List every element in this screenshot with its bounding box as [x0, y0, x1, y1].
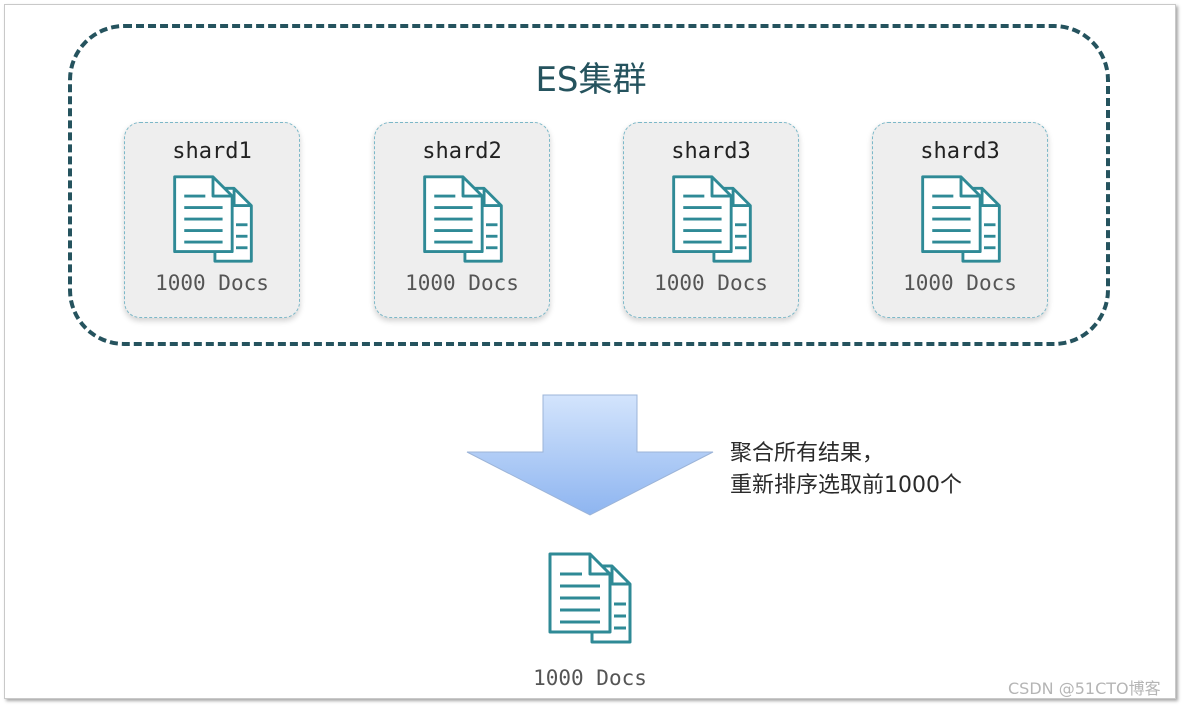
note-line-2: 重新排序选取前1000个 [730, 473, 962, 498]
watermark: CSDN @51CTO博客 [1008, 679, 1161, 698]
shard-doc-count: 1000 Docs [903, 271, 1017, 295]
shard-name: shard3 [920, 139, 1000, 164]
shard-name: shard3 [671, 139, 751, 164]
documents-icon [921, 175, 1001, 263]
documents-icon [672, 175, 752, 263]
shard-name: shard2 [422, 139, 502, 164]
shard-doc-count: 1000 Docs [155, 271, 269, 295]
documents-icon [548, 552, 632, 644]
shard-name: shard1 [172, 139, 252, 164]
es-cluster-box [68, 24, 1110, 346]
shard-doc-count: 1000 Docs [654, 271, 768, 295]
shard-card: shard3 1000 Docs [872, 122, 1048, 318]
result-doc-count: 1000 Docs [533, 666, 647, 690]
shard-doc-count: 1000 Docs [405, 271, 519, 295]
down-arrow-icon [466, 394, 714, 516]
shard-card: shard2 1000 Docs [374, 122, 550, 318]
documents-icon [423, 175, 503, 263]
aggregation-note: 聚合所有结果， 重新排序选取前1000个 [730, 438, 962, 502]
documents-icon [173, 175, 253, 263]
shard-card: shard3 1000 Docs [623, 122, 799, 318]
shard-card: shard1 1000 Docs [124, 122, 300, 318]
note-line-1: 聚合所有结果， [730, 441, 885, 466]
cluster-title: ES集群 [535, 60, 647, 100]
